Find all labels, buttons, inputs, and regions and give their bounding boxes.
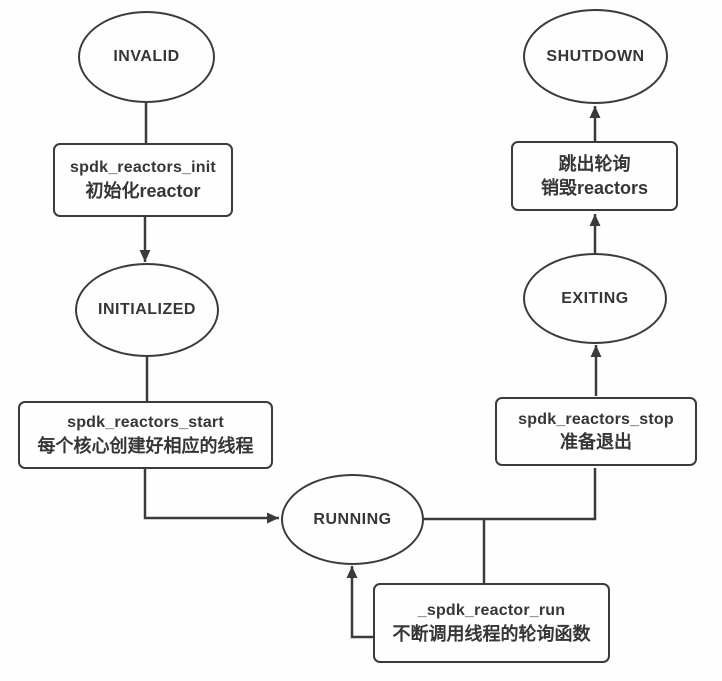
action-sublabel: 销毁reactors <box>540 178 649 198</box>
state-label-invalid: INVALID <box>113 48 180 66</box>
state-node-initialized: INITIALIZED <box>75 263 219 357</box>
state-node-exiting: EXITING <box>523 253 667 344</box>
action-label: 跳出轮询 <box>558 153 631 174</box>
state-label-initialized: INITIALIZED <box>98 301 196 319</box>
action-label: _spdk_reactor_run <box>417 602 566 620</box>
action-label: spdk_reactors_start <box>67 414 224 432</box>
action-box-spdk-reactors-stop: spdk_reactors_stop 准备退出 <box>495 397 697 466</box>
action-label: spdk_reactors_init <box>70 159 216 177</box>
action-label: spdk_reactors_stop <box>518 410 674 428</box>
state-node-invalid: INVALID <box>78 11 215 103</box>
action-box-spdk-reactor-run: _spdk_reactor_run 不断调用线程的轮询函数 <box>373 583 610 663</box>
state-label-exiting: EXITING <box>561 289 629 307</box>
state-label-running: RUNNING <box>313 510 392 528</box>
state-node-shutdown: SHUTDOWN <box>523 9 668 104</box>
action-sublabel: 不断调用线程的轮询函数 <box>392 623 591 644</box>
action-sublabel: 初始化reactor <box>85 180 201 201</box>
action-sublabel: 准备退出 <box>560 432 632 453</box>
state-node-running: RUNNING <box>281 474 424 565</box>
action-box-spdk-reactors-init: spdk_reactors_init 初始化reactor <box>53 143 233 217</box>
edge-running-to-stop <box>423 468 597 521</box>
state-label-shutdown: SHUTDOWN <box>546 47 645 65</box>
action-sublabel: 每个核心创建好相应的线程 <box>37 435 254 456</box>
edge-start-to-running <box>143 469 279 524</box>
action-box-destroy-reactors: 跳出轮询 销毁reactors <box>511 141 678 211</box>
action-box-spdk-reactors-start: spdk_reactors_start 每个核心创建好相应的线程 <box>18 401 273 469</box>
edge-run-to-running <box>346 566 375 639</box>
